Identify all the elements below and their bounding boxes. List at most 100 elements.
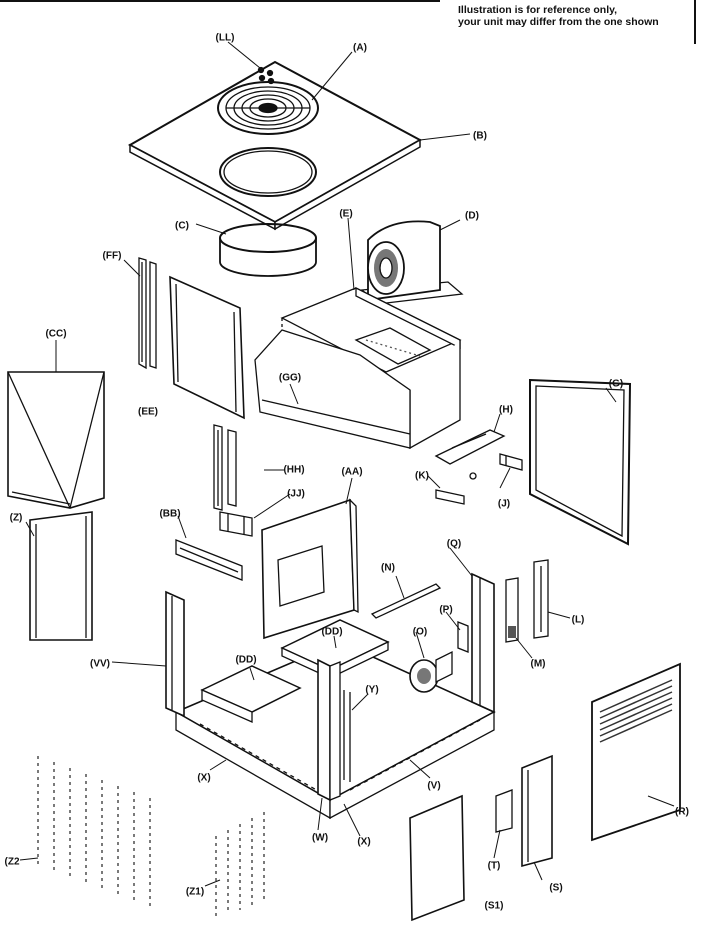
part-k-screw [469, 472, 477, 480]
callout-v: (V) [427, 781, 440, 792]
grille-screws [257, 66, 275, 85]
panel-s1 [409, 794, 465, 922]
reference-note-line1: Illustration is for reference only, [458, 4, 618, 16]
callout-h: (H) [499, 405, 513, 416]
callout-z: (Z) [10, 513, 23, 524]
callout-label: (P) [439, 605, 452, 616]
leader-lines [19, 41, 675, 887]
callout-r: (R) [675, 807, 689, 818]
top-panel-opening [219, 147, 317, 197]
callout-t: (T) [488, 861, 501, 872]
callout-label: (E) [339, 209, 352, 220]
callout-label: (L) [572, 615, 585, 626]
callout-label: (X) [357, 837, 370, 848]
filter-frame-cc [7, 371, 105, 509]
callout-cc: (CC) [45, 329, 66, 340]
callout-dd1: (DD) [321, 627, 342, 638]
callout-label: (JJ) [287, 489, 305, 500]
drain-tray-dd-left [200, 665, 302, 723]
callout-label: (M) [531, 659, 546, 670]
callout-label: (T) [488, 861, 501, 872]
side-panel-z [29, 511, 93, 641]
callout-labels: (LL) (A) (B) (C) (D) (E) (FF) (CC) (EE) (GG) (G) (H… [5, 33, 689, 912]
callout-s1: (S1) [485, 901, 504, 912]
callout-z2: (Z2 [5, 857, 20, 868]
callout-n: (N) [381, 563, 395, 574]
access-panel-ee [169, 275, 245, 420]
callout-label: (Z) [10, 513, 23, 524]
callout-label: (Q) [447, 539, 461, 550]
callout-b: (B) [473, 131, 487, 142]
callout-label: (S) [549, 883, 562, 894]
callout-w: (W) [312, 833, 328, 844]
callout-y: (Y) [365, 685, 378, 696]
callout-a: (A) [353, 43, 367, 54]
callout-label: (Z1) [186, 887, 204, 898]
orifice-ring [219, 223, 317, 277]
callout-label: (J) [498, 499, 510, 510]
blower-assembly [360, 220, 464, 305]
callout-l: (L) [572, 615, 585, 626]
reference-note-line2: your unit may differ from the one shown [458, 16, 659, 28]
callout-x2: (X) [357, 837, 370, 848]
bracket-t [495, 789, 513, 833]
callout-jj: (JJ) [287, 489, 305, 500]
callout-o: (O) [413, 627, 427, 638]
rail-bb [175, 539, 243, 581]
top-panel [127, 60, 423, 231]
callout-k: (K) [415, 471, 429, 482]
fin-screen-z2 [37, 756, 151, 908]
part-h [434, 429, 506, 465]
callout-label: (B) [473, 131, 487, 142]
fin-screen-z1 [215, 812, 265, 918]
callout-label: (O) [413, 627, 427, 638]
callout-label: (BB) [159, 509, 180, 520]
part-k [435, 489, 465, 505]
callout-label: (DD) [235, 655, 256, 666]
callout-e: (E) [339, 209, 352, 220]
divider-panel-gg [254, 329, 411, 449]
callout-d: (D) [465, 211, 479, 222]
center-post-w [317, 658, 341, 802]
callout-vv: (VV) [90, 659, 110, 670]
callout-label: (N) [381, 563, 395, 574]
callout-label: (CC) [45, 329, 66, 340]
post-y [343, 690, 351, 782]
note-divider [694, 0, 696, 44]
callout-x1: (X) [197, 773, 210, 784]
callout-label: (A) [353, 43, 367, 54]
callout-label: (FF) [103, 251, 122, 262]
callout-ee: (EE) [138, 407, 158, 418]
callout-aa: (AA) [341, 467, 362, 478]
callout-c: (C) [175, 221, 189, 232]
callout-label: (V) [427, 781, 440, 792]
corner-post-vv [165, 590, 185, 718]
motor-o [409, 650, 453, 693]
callout-label: (GG) [279, 373, 301, 384]
callout-label: (G) [609, 379, 623, 390]
strip-hh [213, 424, 237, 511]
callout-m: (M) [531, 659, 546, 670]
callout-g: (G) [609, 379, 623, 390]
callout-label: (Y) [365, 685, 378, 696]
callout-q: (Q) [447, 539, 461, 550]
callout-dd2: (DD) [235, 655, 256, 666]
callout-label: (S1) [485, 901, 504, 912]
callout-label: (D) [465, 211, 479, 222]
callout-hh: (HH) [283, 465, 304, 476]
callout-label: (X) [197, 773, 210, 784]
callout-label: (W) [312, 833, 328, 844]
callout-z1: (Z1) [186, 887, 204, 898]
part-j [499, 453, 523, 471]
switch-p [457, 621, 469, 653]
callout-p: (P) [439, 605, 452, 616]
callout-label: (DD) [321, 627, 342, 638]
control-m [505, 577, 519, 643]
callout-label: (Z2 [5, 857, 20, 868]
callout-gg: (GG) [279, 373, 301, 384]
side-strip-ff [138, 257, 157, 370]
corner-post-q [471, 572, 495, 714]
callout-ll: (LL) [216, 33, 235, 44]
